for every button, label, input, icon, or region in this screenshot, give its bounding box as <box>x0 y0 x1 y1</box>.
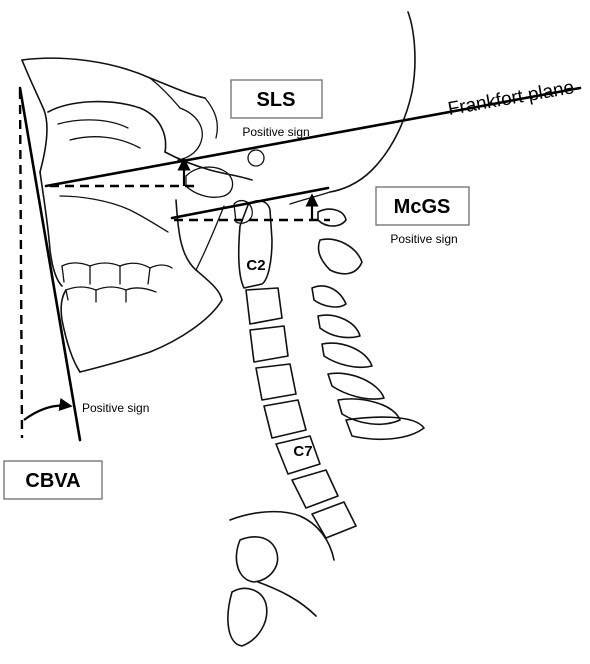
sls-label-box <box>230 79 323 119</box>
frankfort-plane-line <box>44 86 582 188</box>
skull-sketch <box>21 11 416 373</box>
mcgs-label-group: McGS Positive sign <box>375 186 470 246</box>
mcgs-sign-label: Positive sign <box>390 232 457 246</box>
mcgregor-lines <box>170 186 330 222</box>
frankfort-plane-label: Frankfort plane <box>446 77 576 120</box>
cbva-sign-label: Positive sign <box>82 401 149 415</box>
mcgs-label-box <box>375 186 470 226</box>
mcgs-label: McGS <box>394 196 451 218</box>
c2-label: C2 <box>246 257 265 274</box>
cbva-label: CBVA <box>25 470 80 492</box>
cbva-vertical-reference <box>18 89 24 439</box>
c7-label: C7 <box>293 443 312 460</box>
cbva-lines <box>18 86 82 442</box>
sls-sign-label: Positive sign <box>242 125 309 139</box>
cbva-label-group: CBVA <box>3 460 103 500</box>
cbva-angle-arrow <box>23 397 73 421</box>
mcgregor-line <box>170 186 330 220</box>
spine-sketch <box>227 200 425 647</box>
cbva-label-box <box>3 460 103 500</box>
frankfort-plane-lines <box>44 86 582 188</box>
sls-label: SLS <box>257 89 296 111</box>
sls-label-group: SLS Positive sign <box>230 79 323 139</box>
cbva-chin-brow-line <box>18 86 82 442</box>
